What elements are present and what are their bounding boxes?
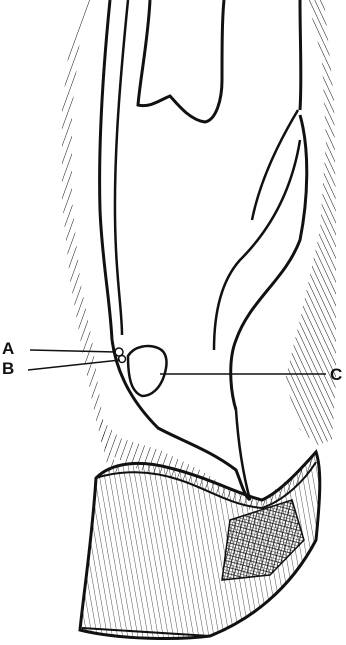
left-hair-shading (62, 0, 120, 475)
sesamoid-c (128, 346, 166, 396)
front-inner-curve (214, 140, 300, 350)
leader-line-a (30, 350, 116, 352)
label-c: C (330, 366, 342, 383)
front-tendon-curve (252, 110, 298, 220)
small-bone-b (119, 356, 126, 363)
leg-back-outline (100, 0, 112, 340)
label-b: B (2, 360, 14, 377)
cannon-bone-shape (138, 0, 224, 122)
label-a: A (2, 340, 14, 357)
leader-line-b (28, 360, 120, 370)
front-leg-line (300, 0, 301, 110)
leg-back-inner-line (115, 0, 128, 335)
right-hair-shading (285, 0, 336, 445)
